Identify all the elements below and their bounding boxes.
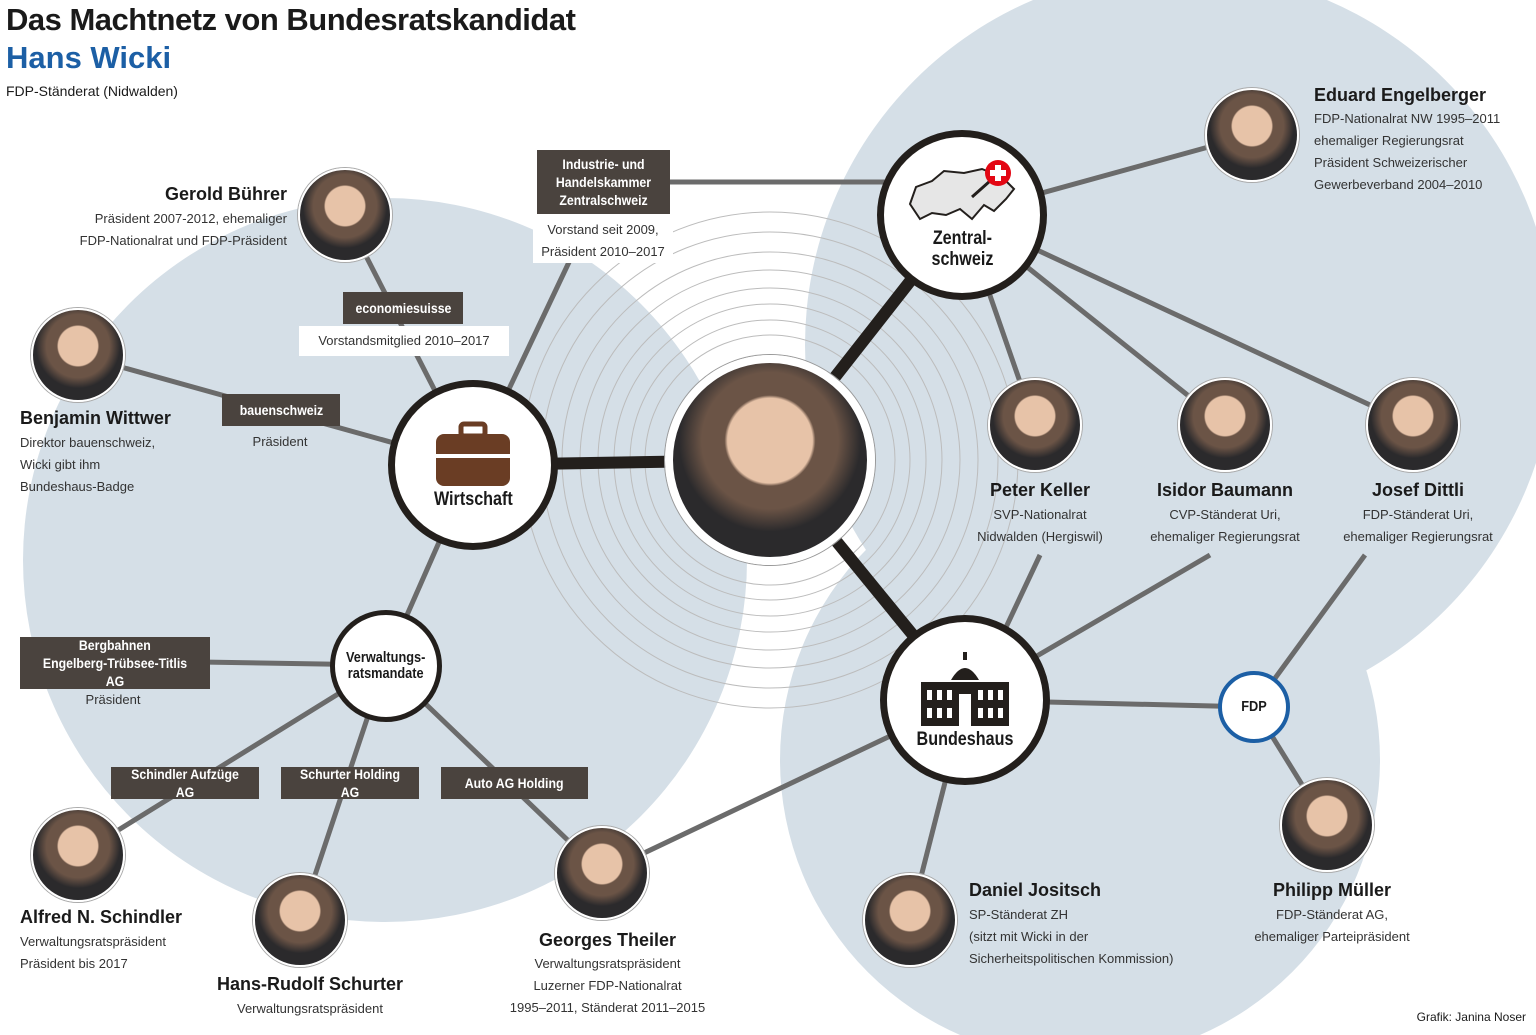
person-name: Gerold Bührer (164, 184, 287, 204)
org-caption: Vorstandsmitglied 2010–2017 (299, 326, 509, 356)
parliament-building-icon (921, 651, 1009, 726)
subject-name: Hans Wicki (6, 40, 172, 75)
avatar-eduard-engelberger (1205, 88, 1299, 182)
hub-label: Wirtschaft (433, 488, 513, 510)
person-name: Daniel Jositsch (969, 880, 1102, 900)
hub-bundeshaus[interactable]: Bundeshaus (880, 615, 1050, 785)
hub-label: FDP (1241, 697, 1267, 715)
hub-label: Verwaltungs- ratsmandate (346, 648, 426, 682)
person-description: FDP-Ständerat Uri,ehemaliger Regierungsr… (1343, 507, 1493, 544)
org-caption: Präsident (252, 434, 308, 449)
person-name: Hans-Rudolf Schurter (216, 974, 403, 994)
person-name: Isidor Baumann (1156, 480, 1294, 500)
org-auto-ag: Auto AG Holding (441, 767, 588, 799)
avatar-benjamin-wittwer (31, 308, 125, 402)
switzerland-map-icon (908, 160, 1016, 221)
person-name: Philipp Müller (1272, 880, 1391, 900)
org-schurter: Schurter Holding AG (281, 766, 419, 800)
avatar-alfred-schindler (31, 808, 125, 902)
person-description: Verwaltungsratspräsident (237, 1001, 383, 1016)
hub-verwaltungsratsmandate[interactable]: Verwaltungs- ratsmandate (330, 610, 442, 722)
avatar-georges-theiler (555, 826, 649, 920)
hub-fdp[interactable]: FDP (1218, 671, 1290, 743)
hub-wirtschaft[interactable]: Wirtschaft (388, 380, 558, 550)
hub-zentralschweiz[interactable]: Zentral- schweiz (877, 130, 1047, 300)
avatar-hans-rudolf-schurter (253, 873, 347, 967)
person-name: Alfred N. Schindler (20, 907, 183, 927)
subject-role: FDP-Ständerat (Nidwalden) (6, 83, 178, 99)
person-name: Josef Dittli (1371, 480, 1464, 500)
graphic-credit: Grafik: Janina Noser (1416, 1010, 1526, 1024)
briefcase-icon (436, 421, 510, 486)
avatar-peter-keller (988, 378, 1082, 472)
page-title: Das Machtnetz von Bundesratskandidat (6, 2, 576, 37)
org-bauenschweiz: bauenschweiz (222, 394, 340, 426)
person-name: Eduard Engelberger (1314, 85, 1487, 105)
avatar-isidor-baumann (1178, 378, 1272, 472)
hub-label: Bundeshaus (916, 728, 1014, 750)
person-name: Peter Keller (989, 480, 1091, 500)
avatar-philipp-mueller (1280, 778, 1374, 872)
org-schindler: Schindler Aufzüge AG (111, 766, 259, 800)
person-name: Georges Theiler (538, 930, 677, 950)
avatar-josef-dittli (1366, 378, 1460, 472)
person-name: Benjamin Wittwer (20, 408, 171, 428)
person-description: FDP-Ständerat AG,ehemaliger Parteipräsid… (1254, 907, 1410, 944)
org-ihk-zentralschweiz: Industrie- und Handelskammer Zentralschw… (537, 150, 670, 214)
avatar-hans-wicki (665, 355, 875, 565)
org-caption: Vorstand seit 2009,Präsident 2010–2017 (533, 219, 673, 263)
org-economiesuisse: economiesuisse (343, 292, 463, 324)
person-description: CVP-Ständerat Uri,ehemaliger Regierungsr… (1150, 507, 1300, 544)
avatar-daniel-jositsch (863, 873, 957, 967)
org-caption: Präsident (85, 692, 141, 707)
hub-label: Zentral- schweiz (931, 228, 993, 270)
avatar-gerold-buehrer (298, 168, 392, 262)
